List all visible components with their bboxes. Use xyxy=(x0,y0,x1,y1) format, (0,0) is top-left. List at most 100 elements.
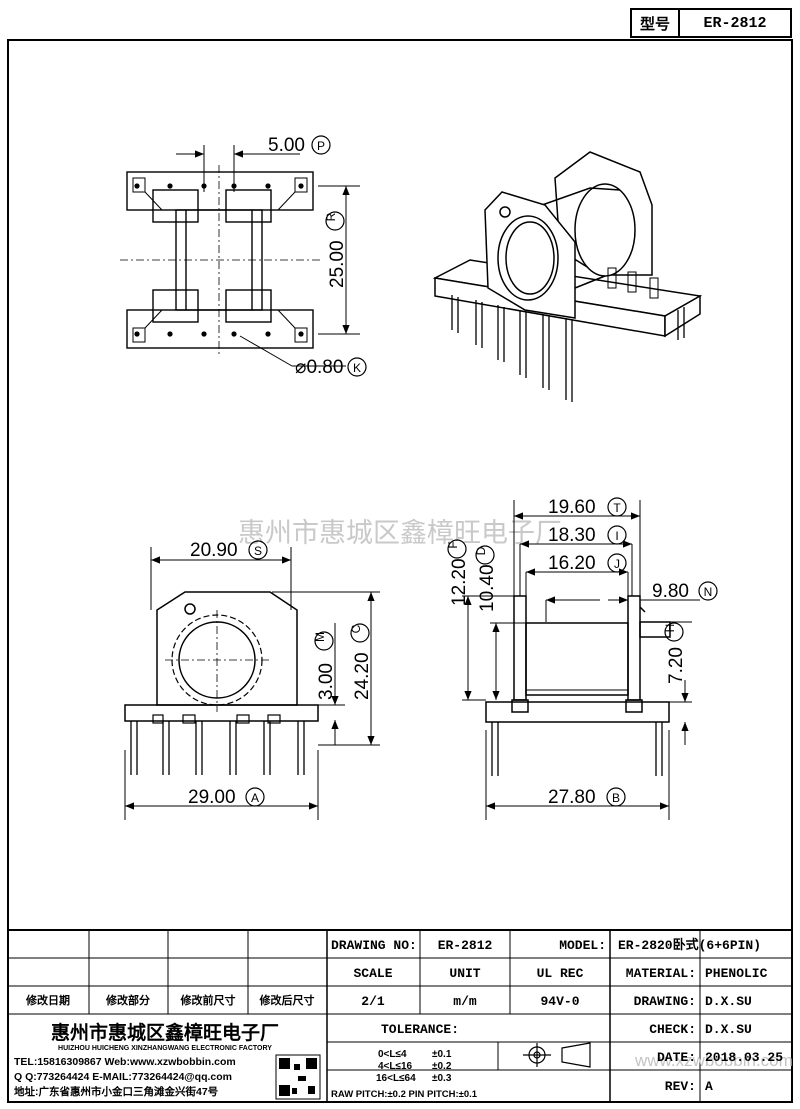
tag-circle xyxy=(475,545,495,565)
dim-flange-width: 20.90 xyxy=(190,540,238,561)
rev-header-date: 修改日期 xyxy=(25,993,70,1007)
sheet-frame xyxy=(7,39,793,1103)
tag-c: C xyxy=(349,624,363,633)
side-view xyxy=(485,595,671,776)
type-box: 型号 ER-2812 xyxy=(630,8,792,38)
model-label: MODEL: xyxy=(559,938,606,953)
tag-p: P xyxy=(317,139,325,153)
tag-circle xyxy=(248,540,268,560)
dim-i: 18.30 xyxy=(548,525,596,546)
ul-rec: 94V-0 xyxy=(540,994,579,1009)
scale: 2/1 xyxy=(361,994,385,1009)
tag-i: I xyxy=(615,529,618,543)
pin-dot xyxy=(134,183,140,189)
dim-j: 16.20 xyxy=(548,553,596,574)
company-qq: Q Q:773264424 E-MAIL:773264424@qq.com xyxy=(14,1071,232,1083)
tol-value-3: ±0.3 xyxy=(432,1073,452,1084)
company-address: 地址:广东省惠州市小金口三角滩金兴街47号 xyxy=(14,1085,218,1098)
tag-circle xyxy=(325,211,345,231)
tol-range-3: 16<L≤64 xyxy=(376,1073,416,1084)
tag-circle xyxy=(314,631,334,651)
rev-header-part: 修改部分 xyxy=(105,993,150,1007)
type-value: ER-2812 xyxy=(703,14,767,32)
unit: m/m xyxy=(453,994,477,1009)
tag-circle xyxy=(698,581,718,601)
tag-m: M xyxy=(313,632,327,642)
dim-bore-offset: 3.00 xyxy=(316,663,337,700)
tag-h: H xyxy=(663,624,677,633)
pin-dot xyxy=(167,183,173,189)
drawing-no-label: DRAWING NO: xyxy=(331,938,417,953)
dim-total-height: 24.20 xyxy=(352,652,373,700)
ul-label: UL REC xyxy=(537,966,584,981)
drawing-no: ER-2812 xyxy=(438,938,493,953)
tag-circle xyxy=(447,539,467,559)
title-block xyxy=(8,929,792,1102)
company-en: HUIZHOU HUICHENG XINZHANGWANG ELECTRONIC… xyxy=(58,1045,272,1052)
tol-value-2: ±0.2 xyxy=(432,1061,452,1072)
watermark: 惠州市惠城区鑫樟旺电子厂 xyxy=(238,518,562,548)
front-view-dims xyxy=(124,547,380,820)
front-view xyxy=(124,591,319,775)
material: PHENOLIC xyxy=(705,966,768,981)
tag-circle xyxy=(350,623,370,643)
rev: A xyxy=(705,1079,713,1094)
tag-r: R xyxy=(324,212,338,221)
tag-circle xyxy=(347,357,367,377)
qr-code-icon xyxy=(275,1054,321,1100)
dim-row-spacing: 25.00 xyxy=(327,240,348,288)
tag-circle xyxy=(311,135,331,155)
dim-n: 9.80 xyxy=(652,581,689,602)
tol-range-1: 0<L≤4 xyxy=(378,1049,407,1060)
dim-f: 12.20 xyxy=(449,558,470,606)
company-cn: 惠州市惠城区鑫樟旺电子厂 xyxy=(51,1021,279,1044)
tag-f: F xyxy=(446,541,460,548)
dim-base-width: 29.00 xyxy=(188,787,236,808)
drawing-label: DRAWING: xyxy=(634,994,696,1009)
check-by: D.X.SU xyxy=(705,1022,752,1037)
dim-h: 7.20 xyxy=(666,647,687,684)
site-watermark: www.xzwbobbin.com xyxy=(634,1051,793,1070)
dim-t: 19.60 xyxy=(548,497,596,518)
model: ER-2820卧式(6+6PIN) xyxy=(618,937,761,953)
pin-dot xyxy=(134,331,140,337)
tag-k: K xyxy=(353,361,361,375)
dim-b: 27.80 xyxy=(548,787,596,808)
pin-dot xyxy=(265,331,271,337)
tol-value-1: ±0.1 xyxy=(432,1049,452,1060)
projection-symbol-icon xyxy=(523,1042,591,1068)
tag-n: N xyxy=(704,585,713,599)
pin-dot xyxy=(298,331,304,337)
company-tel: TEL:15816309867 Web:www.xzwbobbin.com xyxy=(14,1056,236,1068)
rev-label: REV: xyxy=(665,1079,696,1094)
tag-circle xyxy=(607,497,627,517)
tag-circle xyxy=(607,525,627,545)
top-view xyxy=(120,165,320,355)
tag-d: D xyxy=(474,546,488,555)
tag-circle xyxy=(606,787,626,807)
scale-label: SCALE xyxy=(353,966,392,981)
tag-b: B xyxy=(612,791,620,805)
type-label: 型号 xyxy=(632,10,680,36)
tolerance-label: TOLERANCE: xyxy=(381,1022,459,1037)
dim-pin-pitch: 5.00 xyxy=(268,135,305,156)
iso-view xyxy=(432,151,703,402)
rev-header-before: 修改前尺寸 xyxy=(180,993,236,1007)
date: 2018.03.25 xyxy=(705,1050,783,1065)
date-label: DATE: xyxy=(657,1050,696,1065)
tag-j: J xyxy=(614,557,620,571)
tag-t: T xyxy=(613,501,621,515)
tol-range-2: 4<L≤16 xyxy=(378,1061,413,1072)
rev-header-after: 修改后尺寸 xyxy=(259,993,315,1007)
pin-dot xyxy=(265,183,271,189)
pin-dot xyxy=(167,331,173,337)
pitch-note: RAW PITCH:±0.2 PIN PITCH:±0.1 xyxy=(331,1089,478,1100)
tag-circle xyxy=(664,622,684,642)
tag-s: S xyxy=(254,544,262,558)
pin-dot xyxy=(231,331,237,337)
drawing-by: D.X.SU xyxy=(705,994,752,1009)
unit-label: UNIT xyxy=(449,966,480,981)
material-label: MATERIAL: xyxy=(626,966,696,981)
top-view-dims xyxy=(176,145,360,367)
